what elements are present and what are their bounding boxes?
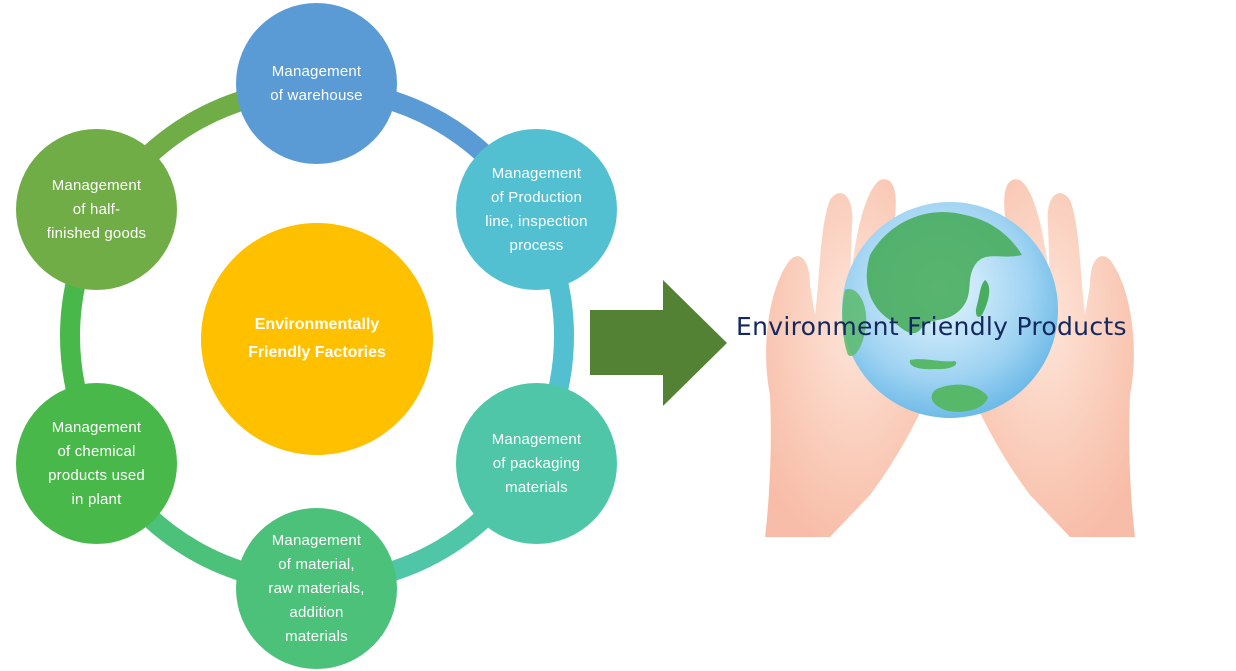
node-management-of-chemical-products: Management of chemical products used in … [16, 383, 177, 544]
continent-indonesia [909, 359, 957, 370]
hands-holding-globe-icon [765, 179, 1135, 537]
node-management-of-material: Management of material, raw materials, a… [236, 508, 397, 669]
result-title: Environment Friendly Products [736, 312, 1127, 341]
node-management-of-half-finished-goods: Management of half- finished goods [16, 129, 177, 290]
center-node-environmentally-friendly-factories: Environmentally Friendly Factories [201, 223, 433, 455]
continent-australia [931, 384, 988, 412]
node-management-of-packaging-materials: Management of packaging materials [456, 383, 617, 544]
continent-africa [842, 289, 867, 356]
continent-asia [866, 211, 1022, 334]
right-arrow-icon [590, 280, 727, 406]
node-management-of-warehouse: Management of warehouse [236, 3, 397, 164]
continent-japan [975, 280, 990, 317]
node-management-of-production-line: Management of Production line, inspectio… [456, 129, 617, 290]
